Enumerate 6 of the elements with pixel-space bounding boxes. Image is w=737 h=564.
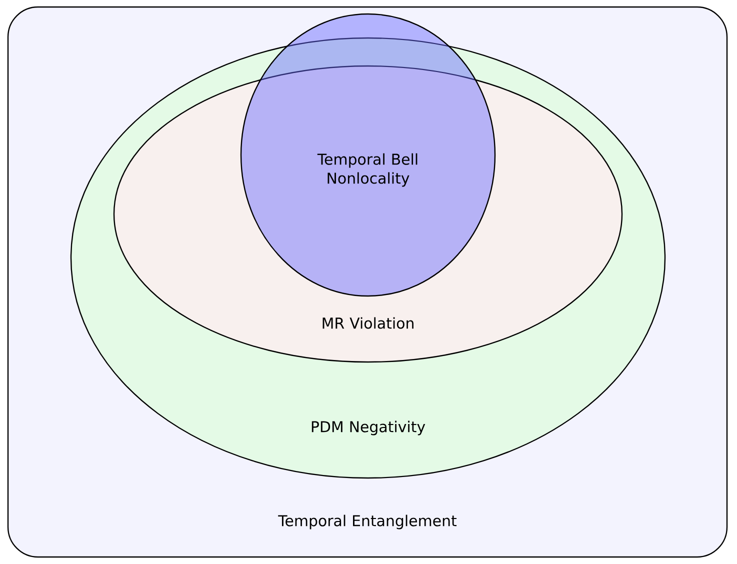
region-label: Temporal Bell Nonlocality [317, 153, 418, 187]
set-ellipse [240, 13, 496, 297]
region-label: Temporal Entanglement [278, 514, 457, 530]
region-label: MR Violation [322, 317, 414, 329]
region-label: PDM Negativity [312, 420, 426, 436]
set-ellipse [113, 65, 623, 363]
